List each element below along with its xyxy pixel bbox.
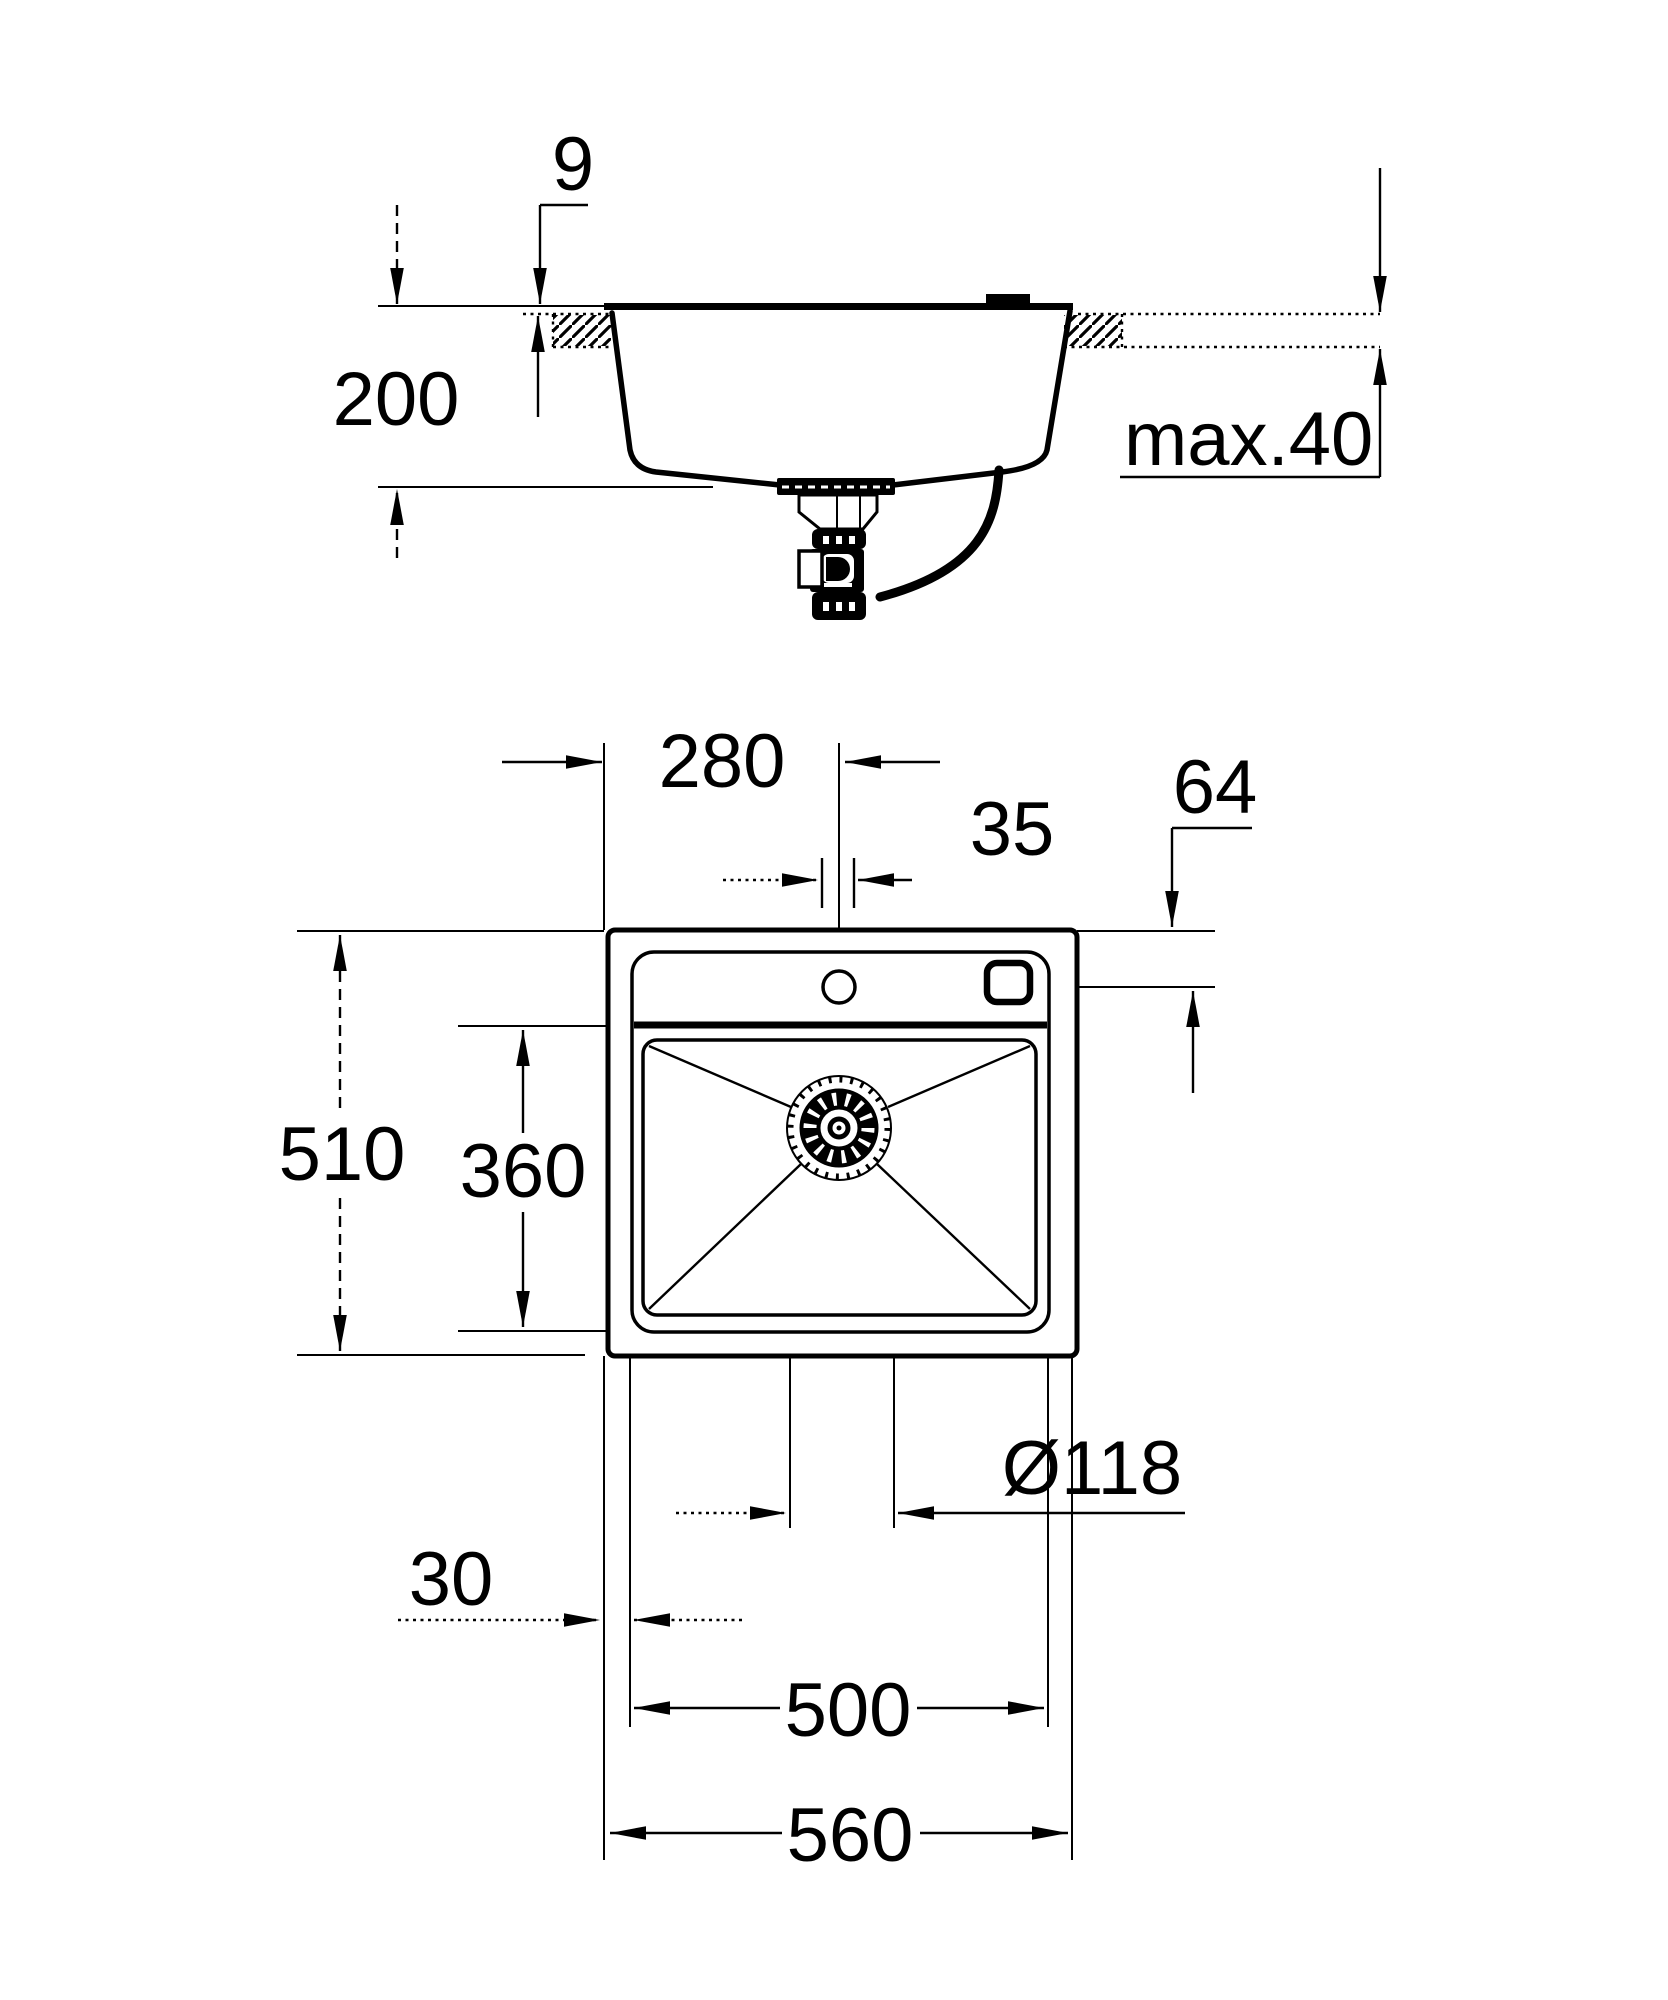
dimension-overall-width: 560 — [610, 1793, 1068, 1878]
faucet-hole — [821, 969, 857, 1005]
dim-label-200: 200 — [333, 357, 460, 442]
nut-slot — [836, 536, 842, 544]
pipe-slot — [836, 602, 842, 611]
bowl-diagonal-bl — [648, 1163, 802, 1310]
dimension-counter-thickness: max.40 — [1120, 168, 1387, 482]
nut-slot — [849, 536, 855, 544]
nut-slot — [823, 536, 829, 544]
valve-outlet — [797, 549, 824, 589]
pipe-slot — [823, 602, 829, 611]
dimension-bowl-depth: 200 — [333, 205, 713, 558]
overflow-hose — [875, 465, 1004, 602]
valve-slit — [824, 583, 852, 587]
drain-strainer-plan — [786, 1075, 892, 1181]
dim-label-64: 64 — [1173, 745, 1258, 830]
sink-rim-bar — [604, 303, 1073, 310]
dimension-overall-depth: 510 — [279, 935, 406, 1351]
dimension-rim-inset: 30 — [398, 1537, 742, 1627]
plan-view: 280 35 64 510 360 — [279, 719, 1258, 1878]
pipe-slot — [849, 602, 855, 611]
dim-label-9: 9 — [552, 122, 594, 207]
counter-hatch-right — [1064, 315, 1122, 346]
valve-ball — [826, 557, 850, 581]
dim-label-280: 280 — [659, 719, 786, 804]
counter-hatch-left — [553, 315, 611, 346]
dimension-bowl-inner-depth: 360 — [460, 1030, 587, 1327]
bowl-wall-left — [609, 310, 783, 488]
bowl-diagonal-tr — [887, 1044, 1031, 1109]
dim-label-360: 360 — [460, 1129, 587, 1214]
dim-label-max40: max.40 — [1124, 397, 1373, 482]
remote-control — [983, 959, 1034, 1006]
dimension-rim-height: 9 — [531, 122, 594, 417]
side-view: 9 200 max.40 — [333, 122, 1387, 620]
dimension-control-offset: 64 — [1165, 745, 1258, 1093]
bowl-wall-right — [890, 308, 1073, 488]
drain-grate-slots — [803, 1092, 875, 1164]
bowl-edge — [641, 1038, 1038, 1317]
dim-label-500: 500 — [785, 1668, 912, 1753]
dimension-faucet-from-left: 280 — [502, 719, 940, 804]
dim-label-560: 560 — [787, 1793, 914, 1878]
drain-outer-ticks — [786, 1075, 892, 1181]
dim-label-510: 510 — [279, 1112, 406, 1197]
bowl-diagonal-br — [876, 1163, 1031, 1310]
dim-label-35: 35 — [970, 787, 1055, 872]
dim-label-118: Ø118 — [1002, 1426, 1182, 1511]
dimension-drain-diameter: Ø118 — [676, 1426, 1185, 1520]
sink-rim-inner-edge — [630, 950, 1051, 1334]
drain-trap-assembly — [777, 465, 1004, 620]
bowl-diagonal-tl — [648, 1044, 792, 1109]
remote-button-side — [986, 294, 1030, 303]
dimension-faucet-hole: 35 — [723, 787, 1054, 908]
dimension-inner-width: 500 — [634, 1668, 1044, 1753]
dim-label-30: 30 — [409, 1537, 494, 1622]
drain-center-dot — [836, 1125, 842, 1131]
